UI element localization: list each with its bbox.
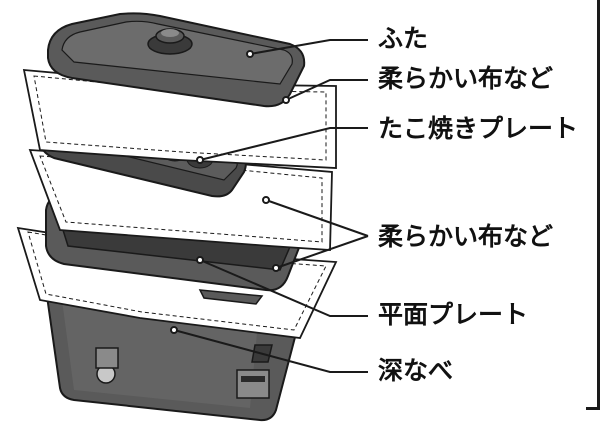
label-cloth-middle: 柔らかい布など (378, 222, 554, 251)
label-flat-plate: 平面プレート (378, 300, 529, 329)
lid-illustration (47, 12, 306, 108)
label-takoyaki-plate: たこ焼きプレート (378, 114, 579, 143)
label-deep-pot: 深なべ (378, 356, 454, 385)
frame-border (597, 0, 600, 410)
label-cloth-top: 柔らかい布など (378, 64, 554, 93)
frame-corner (586, 407, 600, 410)
leader-lines (170, 39, 369, 373)
label-lid: ふた (378, 24, 429, 53)
